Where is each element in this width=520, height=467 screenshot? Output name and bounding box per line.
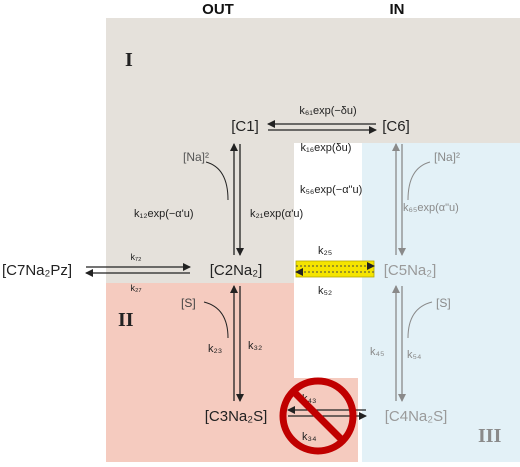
rate-k34: k₃₄ (302, 431, 317, 443)
rate-k12: k₁₂exp(−α'u) (134, 208, 194, 220)
region-3-label: III (478, 425, 502, 447)
region-1-background (106, 18, 520, 143)
state-c2na2: [C2Na₂] (210, 262, 263, 279)
state-c5na2: [C5Na₂] (384, 262, 437, 279)
rate-k61: k₆₁exp(−δu) (299, 105, 356, 117)
header-out: OUT (202, 1, 234, 18)
rate-k23: k₂₃ (208, 343, 222, 355)
state-c3na2s: [C3Na₂S] (205, 408, 268, 425)
rate-k21: k₂₁exp(α'u) (250, 208, 303, 220)
na-binding-curve-in (407, 161, 431, 201)
s-binding-curve-out (203, 301, 229, 339)
rate-k32: k₃₂ (248, 340, 262, 352)
ligand-na-out: [Na]² (183, 150, 209, 164)
ligand-s-in: [S] (436, 296, 451, 310)
highlight-c2-c5 (295, 260, 375, 278)
rate-k45: k₄₅ (370, 346, 384, 358)
region-2-background (106, 283, 294, 462)
region-2-label: II (118, 309, 134, 331)
ligand-na-in: [Na]² (434, 150, 460, 164)
rate-k27: k₂₇ (130, 283, 141, 293)
rate-k54: k₅₄ (407, 349, 422, 361)
region-1-label: I (125, 49, 133, 71)
rate-k72: k₇₂ (130, 252, 142, 262)
rate-k52: k₅₂ (318, 285, 332, 297)
ligand-s-out: [S] (181, 296, 196, 310)
state-c7na2pz: [C7Na₂Pz] (2, 262, 72, 279)
state-c1: [C1] (231, 118, 259, 135)
region-3-background (362, 143, 520, 462)
rate-k65: k₆₅exp(α"u) (403, 202, 459, 214)
state-c6: [C6] (382, 118, 410, 135)
state-c4na2s: [C4Na₂S] (385, 408, 448, 425)
rate-k56: k₅₆exp(−α"u) (300, 184, 362, 196)
rate-k25: k₂₅ (318, 245, 332, 257)
forbidden-icon (279, 377, 357, 455)
rate-k16: k₁₆exp(δu) (301, 142, 352, 154)
region-1-left-extension (106, 143, 294, 283)
header-in: IN (390, 1, 405, 18)
na-binding-curve-out (205, 161, 229, 201)
s-binding-curve-in (407, 301, 433, 339)
